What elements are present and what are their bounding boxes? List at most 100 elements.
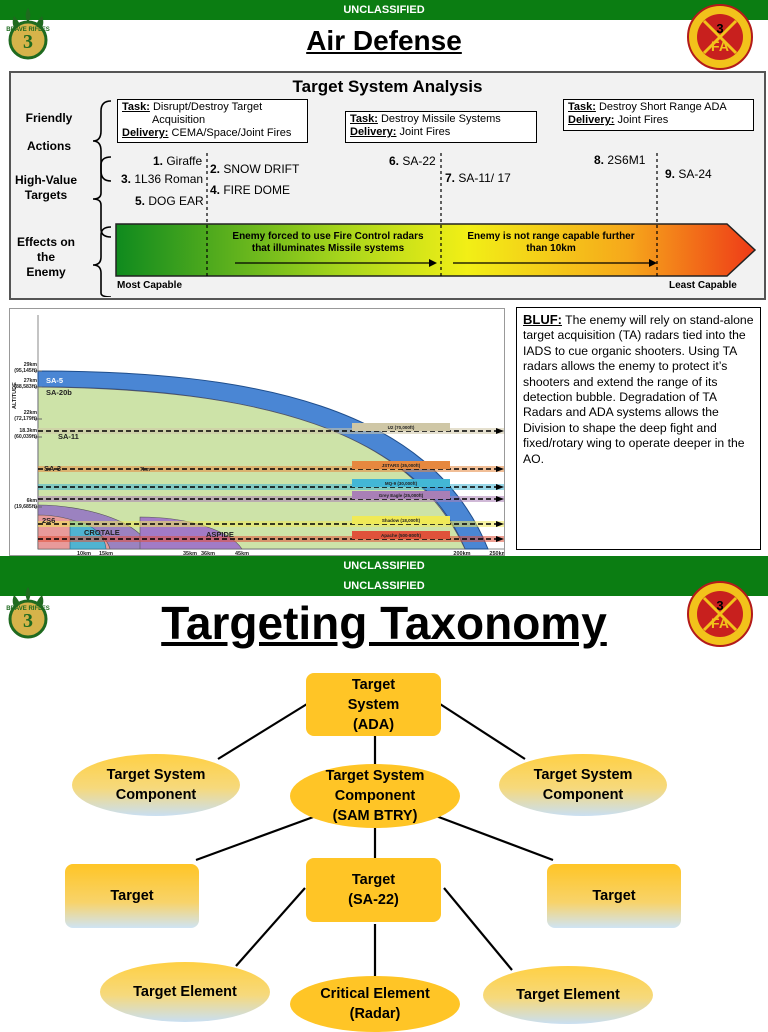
bluf-box: BLUF: The enemy will rely on stand-alone… [516, 307, 761, 550]
aircraft-label-box [352, 491, 450, 499]
task-box-1: Task: Disrupt/Destroy Target Acquisition… [117, 99, 308, 143]
y-tick-label: 29km [24, 362, 38, 368]
aircraft-arrowhead [496, 484, 504, 490]
y-tick-label: 6km [27, 498, 38, 504]
page-title: Air Defense [306, 25, 462, 56]
x-tick-label: 36km [201, 551, 215, 556]
node-component-center: Target System Component (SAM BTRY) [290, 764, 460, 828]
classification-banner-top: UNCLASSIFIED [0, 0, 768, 20]
system-label: SA-20b [46, 388, 72, 397]
x-tick-label: 200km [453, 551, 470, 556]
y-tick-label: 18.3km [19, 428, 37, 434]
y-tick-label: (88,583ft) [14, 384, 37, 390]
row-label-effects: Effects on the Enemy [16, 235, 75, 279]
effect-text-1: Enemy forced to use Fire Control radars … [232, 231, 424, 254]
hvt-item: 9. SA-24 [665, 167, 712, 181]
bluf-label: BLUF: [523, 312, 562, 327]
y-tick-label: (95,145ft) [14, 368, 37, 374]
row-braces [92, 100, 112, 297]
logo-right-number: 3 [716, 21, 723, 36]
panel-title: Target System Analysis [292, 77, 483, 96]
system-label: SA-5 [46, 376, 63, 385]
system-label: SA-11 [58, 432, 79, 441]
logo-left-text: BRAVE RIFLES [6, 606, 50, 612]
aircraft-arrowhead [496, 428, 504, 434]
y-axis-label: ALTITUDE [12, 382, 18, 409]
hvt-item: 2. SNOW DRIFT [210, 162, 300, 176]
brave-rifles-logo: 3 BRAVE RIFLES [6, 8, 50, 60]
aircraft-arrowhead [496, 536, 504, 542]
node-critical-element: Critical Element (Radar) [290, 976, 460, 1032]
range-chart-svg: U2 (70,000ft) JSTARS (35,000ft) MQ-9 (30,0… [12, 315, 505, 556]
effect-text-2: Enemy is not range capable further than … [467, 231, 635, 254]
range-chart-labels: 29km(95,145ft) 27km(88,583ft) 22km(72,179f… [12, 362, 505, 556]
logo-left-text: BRAVE RIFLES [6, 27, 50, 33]
slide-air-defense: UNCLASSIFIED 3 BRAVE RIFLES Air Defense … [0, 0, 768, 576]
aircraft-label-box [352, 516, 450, 524]
most-capable-label: Most Capable [117, 280, 183, 291]
logo-right-text: FA [711, 38, 729, 54]
target-system-analysis-panel: Target System Analysis Friendly Actions … [9, 71, 766, 300]
aircraft-lines: U2 (70,000ft) JSTARS (35,000ft) MQ-9 (30,0… [38, 423, 504, 542]
least-capable-label: Least Capable [669, 280, 737, 291]
logo-left-number: 3 [23, 610, 33, 632]
steel-squadron-logo-2: 3 FA [687, 581, 753, 647]
x-tick-label: 250km [489, 551, 505, 556]
node-target-left: Target [65, 864, 199, 928]
page-title-2: Targeting Taxonomy [161, 597, 607, 649]
hvt-item: 6. SA-22 [389, 154, 436, 168]
node-target-center: Target (SA-22) [306, 858, 441, 922]
x-tick-label: 45km [235, 551, 249, 556]
x-tick-label: 35km [183, 551, 197, 556]
aircraft-label-box [352, 531, 450, 539]
system-label: SA-3 [44, 464, 61, 473]
aircraft-label-box [352, 479, 450, 487]
aircraft-arrowhead [496, 521, 504, 527]
hvt-separators [206, 153, 658, 277]
aircraft-label: JSTARS (35,000ft) [382, 463, 421, 468]
node-element-left: Target Element [100, 962, 270, 1022]
aircraft-arrowhead [496, 466, 504, 472]
x-tick-label: 15km [99, 551, 113, 556]
classification-banner-bottom: UNCLASSIFIED [0, 556, 768, 576]
y-tick-label: 22km [24, 410, 38, 416]
hvt-item: 8. 2S6M1 [594, 153, 646, 167]
row-label-high-value-targets: High-Value Targets [14, 173, 77, 202]
classification-banner-top-2: UNCLASSIFIED [0, 576, 768, 596]
aircraft-label: MQ-9 (30,000ft) [385, 481, 418, 486]
task-box-3: Task: Destroy Short Range ADA Delivery: … [563, 99, 754, 131]
aircraft-label-box [352, 423, 450, 431]
hvt-item: 3. 1L36 Roman [121, 172, 204, 186]
brave-rifles-logo-2: 3 BRAVE RIFLES [6, 587, 50, 639]
task-box-2: Task: Destroy Missile Systems Delivery: … [345, 111, 537, 143]
bluf-text: The enemy will rely on stand-alone targe… [523, 313, 754, 466]
system-label: ASPIDE [206, 530, 234, 539]
hvt-item: 4. FIRE DOME [210, 183, 291, 197]
system-label: CROTALE [84, 528, 120, 537]
row-label-friendly: Friendly [25, 111, 73, 125]
aircraft-label: Apache (500-800ft) [381, 533, 422, 538]
y-tick-label: (19,685ft) [14, 504, 37, 510]
taxonomy-connectors [195, 703, 554, 976]
y-tick-label: 27km [24, 378, 38, 384]
row-label-actions: Actions [26, 139, 71, 153]
steel-squadron-logo: 3 FA [687, 4, 753, 70]
node-component-right: Target System Component [499, 754, 667, 816]
aircraft-label: Shadow (18,000ft) [382, 518, 421, 523]
node-element-right: Target Element [483, 966, 653, 1024]
logo-left-number: 3 [23, 31, 33, 53]
hvt-item: 1. Giraffe [153, 154, 203, 168]
logo-right-text: FA [711, 615, 729, 631]
y-tick-label: (72,179ft) [14, 416, 37, 422]
aircraft-label-box [352, 461, 450, 469]
aircraft-label: U2 (70,000ft) [388, 425, 415, 430]
y-tick-label: (60,039ft) [14, 434, 37, 440]
logo-right-number: 3 [716, 598, 723, 613]
range-inline-label: 7km [140, 467, 151, 473]
hvt-item: 7. SA-11/ 17 [445, 171, 511, 185]
hvt-item: 5. DOG EAR [135, 194, 204, 208]
capability-arrow [115, 223, 757, 277]
slide-targeting-taxonomy: UNCLASSIFIED 3 BRAVE RIFLES Targeting Ta… [0, 576, 768, 1032]
system-label: 2S6 [42, 516, 55, 525]
node-target-system: Target System (ADA) [306, 673, 441, 736]
